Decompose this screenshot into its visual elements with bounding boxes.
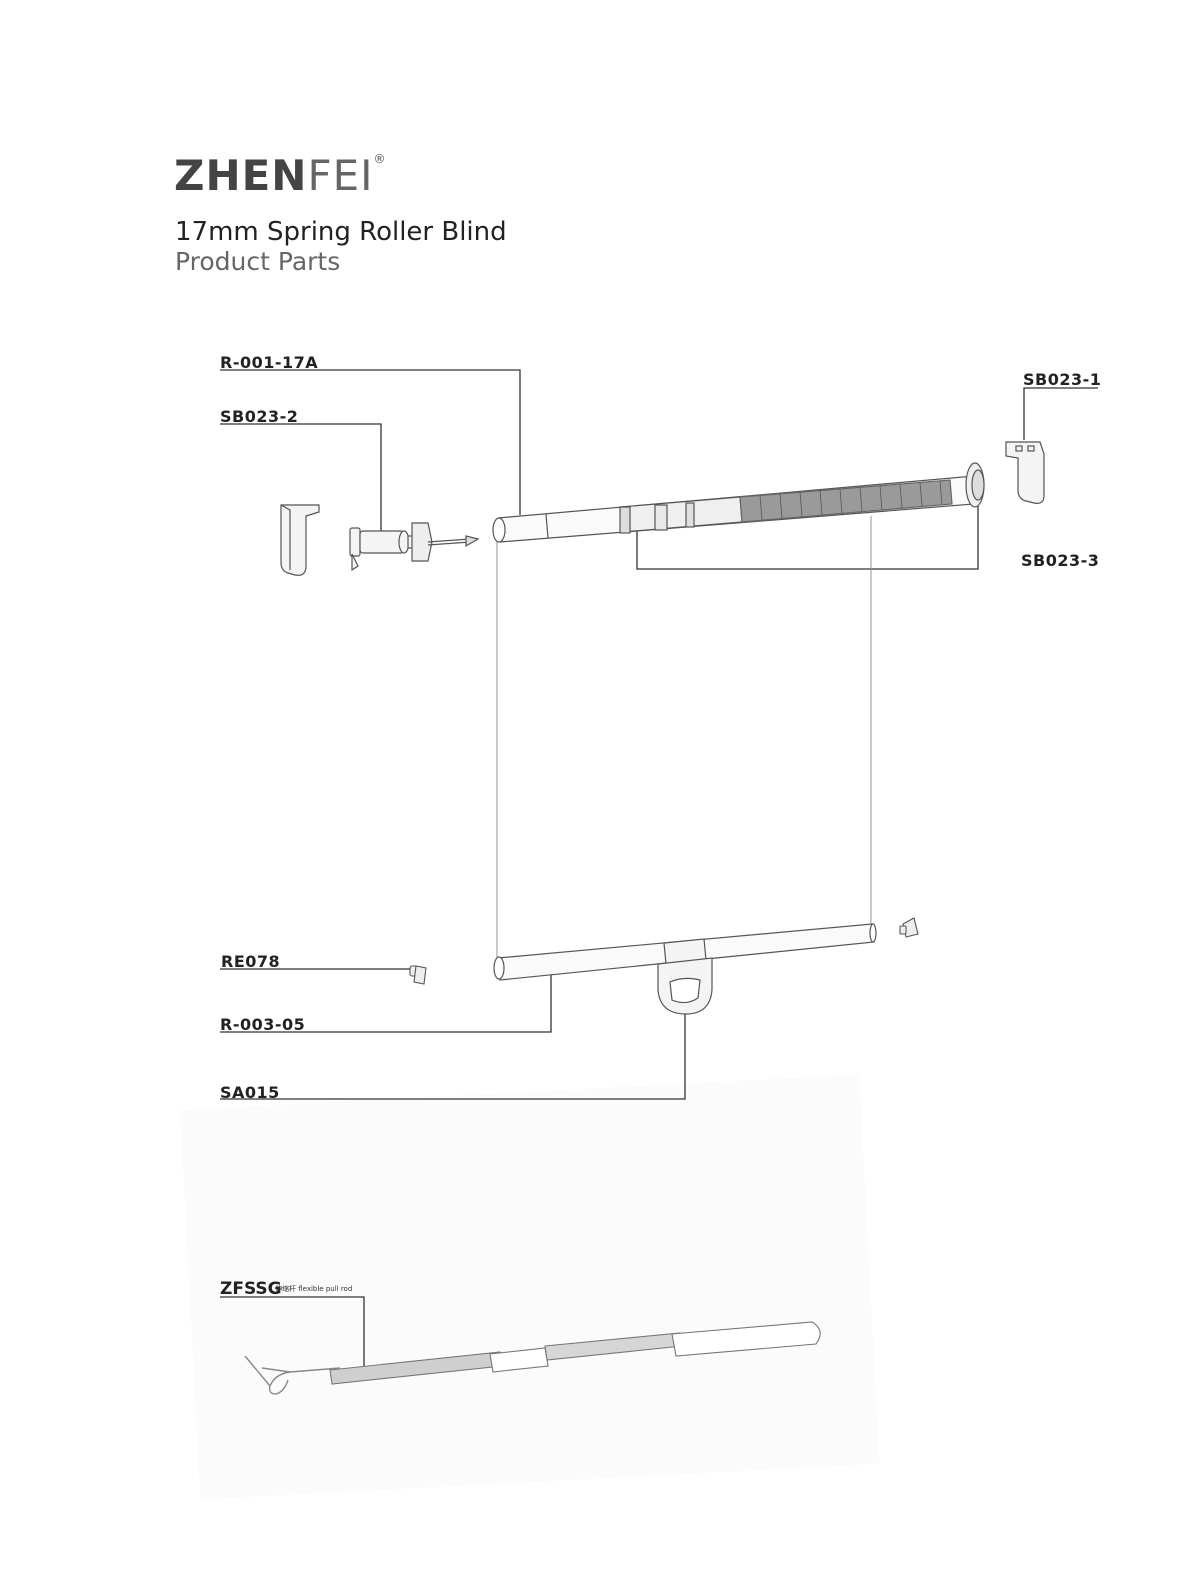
brand-logo: ZHENFEI® <box>174 152 387 197</box>
leader-sb023-1 <box>1023 387 1098 440</box>
leader-sa015 <box>220 1012 686 1100</box>
label-re078: RE078 <box>221 952 281 971</box>
roller-tube-assembly <box>492 462 985 543</box>
label-zfssg: ZFSSG <box>220 1279 282 1299</box>
label-sa015: SA015 <box>220 1083 280 1102</box>
right-bracket-part <box>1005 441 1045 504</box>
leader-zfssg <box>220 1296 365 1370</box>
label-sb023-1: SB023-1 <box>1023 370 1102 389</box>
brand-registered-mark: ® <box>373 152 387 166</box>
label-zfssg-description: 伸缩杆 flexible pull rod <box>275 1285 353 1293</box>
leader-sb023-3 <box>636 500 979 570</box>
flexible-pull-rod-part <box>244 1321 821 1395</box>
left-bracket-part <box>280 504 320 576</box>
page-title: 17mm Spring Roller Blind <box>175 217 507 247</box>
page-subtitle: Product Parts <box>175 247 341 276</box>
leader-r-003-05 <box>220 972 552 1033</box>
brand-light: FEI <box>307 151 374 200</box>
pull-ring-part <box>657 938 713 1015</box>
label-r-001-17a: R-001-17A <box>220 353 319 372</box>
end-cap-right-part <box>899 917 919 938</box>
brand-bold: ZHEN <box>174 151 308 200</box>
label-sb023-3: SB023-3 <box>1021 551 1100 570</box>
idle-end-part <box>349 522 480 572</box>
leader-sb023-2 <box>220 423 382 532</box>
blind-fabric <box>496 516 872 962</box>
end-cap-left-part <box>409 965 427 985</box>
label-r-003-05: R-003-05 <box>220 1015 306 1034</box>
leader-lines <box>220 369 1098 1370</box>
leader-r-001-17a <box>220 369 521 515</box>
label-sb023-2: SB023-2 <box>220 407 299 426</box>
